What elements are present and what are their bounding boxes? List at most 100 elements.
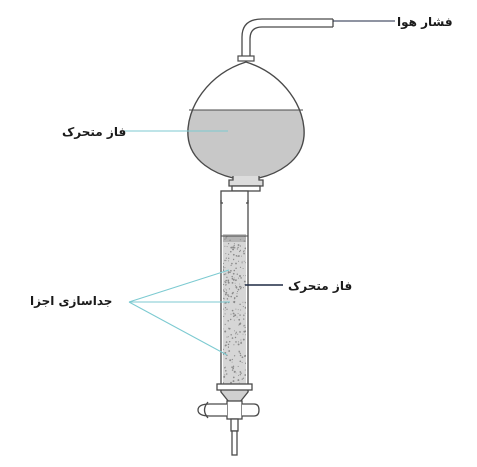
- packing-grain: [232, 253, 235, 256]
- packing-grain: [228, 260, 230, 262]
- packing-grain: [240, 255, 242, 257]
- packing-grain: [223, 283, 225, 286]
- packing-grain: [242, 318, 245, 320]
- packing-grain: [243, 280, 246, 283]
- packing-grain: [225, 253, 227, 255]
- packing-grain: [235, 286, 238, 288]
- packing-grain: [237, 288, 240, 291]
- packing-grain: [233, 344, 235, 346]
- packing-grain: [231, 277, 234, 280]
- packing-grain: [236, 273, 238, 275]
- packing-grain: [226, 276, 228, 278]
- packing-grain: [231, 366, 233, 369]
- packing-grain: [236, 248, 239, 250]
- packing-grain: [224, 298, 226, 300]
- packing-grain: [224, 302, 226, 304]
- packing-grain: [232, 246, 235, 249]
- packing-grain: [223, 328, 224, 330]
- packing-grain: [233, 365, 235, 367]
- packing-grain: [223, 354, 224, 356]
- packing-grain: [236, 293, 238, 295]
- packing-grain: [244, 262, 246, 264]
- air-pressure-tube: [241, 18, 334, 58]
- packing-grain: [230, 269, 232, 272]
- packing-grain: [226, 336, 228, 338]
- packing-grain: [224, 366, 226, 368]
- packing-grain: [231, 292, 234, 295]
- packing-grain: [228, 328, 230, 330]
- packing-grain: [227, 336, 229, 338]
- packing-grain: [237, 313, 239, 315]
- packing-grain: [229, 271, 231, 274]
- packing-grain: [239, 354, 242, 357]
- packing-grain: [228, 253, 230, 255]
- packing-grain: [223, 348, 224, 351]
- packing-grain: [224, 374, 226, 376]
- packing-grain: [241, 378, 243, 380]
- packing-grain: [242, 377, 245, 379]
- packing-grain: [239, 303, 241, 306]
- packing-grain: [232, 376, 235, 379]
- packing-grain: [241, 260, 243, 262]
- packing-grain: [230, 264, 232, 266]
- packing-grain: [239, 283, 241, 285]
- packing-grain: [231, 337, 234, 339]
- packing-grain: [232, 272, 235, 275]
- packing-grain: [233, 297, 236, 299]
- packing-grain: [242, 301, 244, 303]
- packing-grain: [233, 319, 235, 321]
- packing-grain: [243, 315, 245, 317]
- packing-grain: [227, 294, 229, 295]
- packing-grain: [232, 248, 235, 251]
- packing-grain: [240, 339, 242, 341]
- packing-grain: [224, 259, 226, 262]
- packing-grain: [242, 333, 244, 335]
- packing-grain: [233, 269, 236, 272]
- packing-grain: [240, 309, 242, 311]
- packing-grain: [233, 370, 236, 373]
- packing-grain: [233, 243, 235, 245]
- label-component-separation: جداسازی اجزا: [30, 294, 113, 308]
- packing-grain: [225, 289, 227, 291]
- packing-grain: [242, 287, 244, 289]
- packing-grain: [231, 262, 233, 265]
- packing-grain: [232, 366, 235, 368]
- packing-grain: [227, 280, 229, 282]
- packing-grain: [227, 343, 230, 346]
- packing-grain: [225, 281, 227, 284]
- packing-grain: [233, 301, 235, 303]
- packing-grain: [231, 361, 233, 363]
- packing-grain: [226, 298, 229, 300]
- packing-grain: [244, 374, 246, 376]
- packing-grain: [231, 275, 233, 278]
- packing-grain: [229, 359, 232, 362]
- packing-grain: [245, 275, 246, 277]
- packing-grain: [235, 254, 238, 257]
- packing-grain: [240, 277, 242, 279]
- packing-grain: [224, 330, 227, 333]
- packing-grain: [243, 251, 245, 253]
- packing-grain: [241, 362, 243, 363]
- packing-grain: [225, 279, 227, 282]
- packing-grain: [244, 247, 246, 250]
- packing-grain: [223, 269, 225, 272]
- packing-grain: [240, 342, 243, 344]
- packing-grain: [235, 308, 237, 310]
- packing-grain: [244, 326, 246, 328]
- packing-grain: [223, 308, 224, 310]
- packing-grain: [239, 275, 241, 277]
- packing-grain: [228, 288, 230, 290]
- packing-grain: [225, 357, 227, 360]
- packing-grain: [223, 267, 225, 269]
- packing-grain: [228, 340, 231, 343]
- leader-separation-1: [128, 269, 230, 303]
- packing-grain: [228, 350, 231, 352]
- packing-grain: [242, 338, 245, 341]
- packing-grain: [239, 266, 242, 268]
- packing-grain: [224, 288, 226, 290]
- packing-grain: [238, 318, 241, 321]
- packing-grain: [230, 313, 232, 315]
- packing-grain: [223, 290, 225, 293]
- packing-grain: [225, 291, 228, 294]
- packing-grain: [237, 343, 240, 346]
